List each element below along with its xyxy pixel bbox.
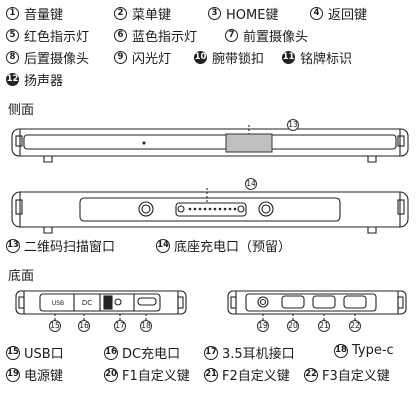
caption-f1-key: 20 F1自定义键 [104,365,190,384]
legend-label: 扬声器 [24,74,64,89]
number-badge: 17 [204,345,218,360]
number-badge: 15 [6,345,20,360]
marker-16: 16 [78,320,90,332]
legend-item-front-camera: 7 前置摄像头 [225,26,308,45]
legend-label: 音量键 [24,8,64,23]
number-badge: 4 [310,7,323,20]
legend-item-volume-key: 1 音量键 [6,4,63,23]
caption-label: F2自定义键 [222,369,290,384]
marker-13: 13 [287,119,299,131]
caption-label: F1自定义键 [122,369,190,384]
legend-item-wrist-strap-lock: 10 腕带锁扣 [194,48,264,67]
legend-item-flash: 9 闪光灯 [114,48,171,67]
legend-item-nameplate: 11 铭牌标识 [282,48,352,67]
bottom-view-heading: 底面 [8,269,35,284]
number-badge: 13 [6,238,20,253]
scanner-window [225,133,273,153]
number-badge: 12 [6,73,19,86]
number-badge: 2 [114,7,127,20]
caption-label: DC充电口 [122,347,181,362]
number-badge: 19 [6,367,20,382]
number-badge: 14 [156,238,170,253]
number-badge: 22 [304,367,318,382]
number-badge: 7 [225,29,238,42]
marker-15: 15 [49,320,61,332]
usb-port-label: USB [52,300,64,307]
legend-label: 腕带锁扣 [212,52,265,67]
caption-label: Type-c [352,343,394,358]
legend-item-red-indicator: 5 红色指示灯 [6,26,89,45]
bottom-view-left-device [15,290,187,320]
legend-label: 菜单键 [132,8,172,23]
number-badge: 3 [208,7,221,20]
legend-label: 前置摄像头 [243,30,309,45]
number-badge: 10 [194,51,207,64]
number-badge: 20 [104,367,118,382]
legend-label: 红色指示灯 [24,30,90,45]
marker-14: 14 [245,178,257,190]
caption-label: 3.5耳机接口 [222,347,295,362]
number-badge: 5 [6,29,19,42]
legend-label: 后置摄像头 [24,52,90,67]
caption-f3-key: 22 F3自定义键 [304,365,390,384]
number-badge: 11 [282,51,295,64]
component-legend: 1 音量键 2 菜单键 3 HOME键 4 返回键 5 红色指示灯 6 蓝色指示… [0,0,420,110]
number-badge: 9 [114,51,127,64]
marker-18: 18 [140,320,152,332]
marker-21: 21 [318,320,330,332]
side-view-top-edge [11,125,409,163]
caption-label: F3自定义键 [322,369,390,384]
legend-label: 返回键 [328,8,368,23]
number-badge: 8 [6,51,19,64]
legend-item-rear-camera: 8 后置摄像头 [6,48,89,67]
number-badge: 16 [104,345,118,360]
caption-scanner-window: 13 二维码扫描窗口 [6,236,115,255]
caption-dock-charging-port: 14 底座充电口（预留） [156,236,291,255]
legend-item-back-key: 4 返回键 [310,4,367,23]
number-badge: 18 [334,343,348,358]
caption-headphone-jack: 17 3.5耳机接口 [204,343,295,362]
legend-label: 蓝色指示灯 [132,30,198,45]
number-badge: 6 [114,29,127,42]
marker-20: 20 [287,320,299,332]
caption-type-c: 18 Type-c [334,343,394,358]
caption-power-key: 19 电源键 [6,365,63,384]
marker-19: 19 [257,320,269,332]
legend-item-home-key: 3 HOME键 [208,4,278,23]
marker-22: 22 [349,320,361,332]
dc-port-label: DC [82,299,92,307]
legend-label: 闪光灯 [132,52,172,67]
number-badge: 21 [204,367,218,382]
side-view-heading: 侧面 [8,103,35,118]
legend-label: 铭牌标识 [300,52,353,67]
caption-f2-key: 21 F2自定义键 [204,365,290,384]
legend-item-speaker: 12 扬声器 [6,70,63,89]
legend-item-blue-indicator: 6 蓝色指示灯 [114,26,197,45]
caption-label: 底座充电口（预留） [174,240,292,255]
legend-item-menu-key: 2 菜单键 [114,4,171,23]
number-badge: 1 [6,7,19,20]
caption-dc-charging-port: 16 DC充电口 [104,343,180,362]
side-view-bottom-edge [11,188,409,234]
caption-label: USB口 [24,347,64,362]
caption-usb-port: 15 USB口 [6,343,64,362]
marker-17: 17 [114,320,126,332]
legend-label: HOME键 [226,8,279,23]
bottom-view-right-device [227,290,407,320]
caption-label: 二维码扫描窗口 [24,240,116,255]
caption-label: 电源键 [24,369,64,384]
